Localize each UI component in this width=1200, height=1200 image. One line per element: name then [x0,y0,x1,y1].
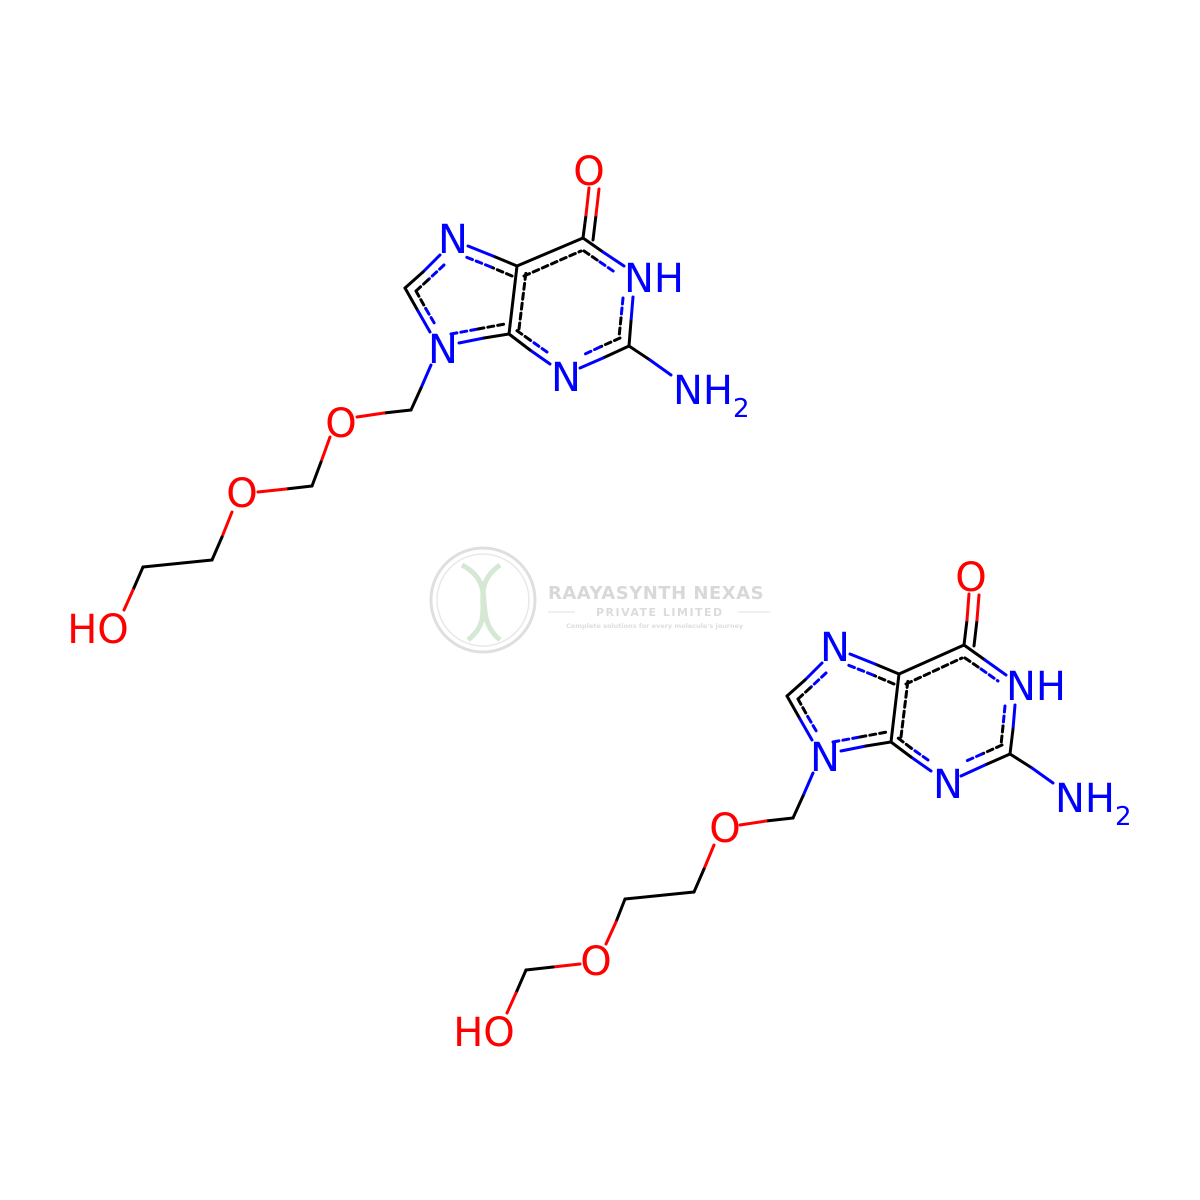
bond-n7-c8 [403,253,446,293]
bond-n9-c4 [449,322,511,345]
watermark-tagline: Complete solutions for every molecule's … [566,622,744,630]
bond-c6-n1 [581,236,626,275]
watermark-ring [429,546,537,654]
bond-c4-c5 [507,264,528,336]
bond-ch2-oh [505,968,528,1015]
atom-label-n7: N [820,625,850,671]
molecule-1-atom-labels: O N NH N N NH2 O O HO [67,149,749,653]
atom-label-o-carbonyl: O [955,555,986,601]
watermark: RAAYASYNTH NEXAS PRIVATE LIMITED Complet… [429,546,770,654]
watermark-title: RAAYASYNTH NEXAS [548,583,764,604]
molecule-2-atom-labels: O N NH N N NH2 O O HO [453,555,1131,1056]
bond-n3-c4 [507,328,552,366]
bond-ch2-o2 [256,484,314,494]
bond-c2-n3 [959,743,1012,778]
atom-label-hydroxyl: HO [67,607,129,653]
bond-ch2-ch2 [141,558,214,569]
atom-label-n7: N [438,217,468,263]
bond-c8-n9 [785,694,820,742]
bond-c6-n1 [962,643,1008,683]
watermark-subtitle: PRIVATE LIMITED [596,606,724,619]
bond-n9-ch2 [791,771,815,820]
atom-label-o-ether-2: O [226,471,257,517]
bond-n7-c8 [785,661,828,701]
bond-ch2-ch2 [623,890,696,901]
atom-label-n9: N [428,327,458,373]
bond-o1-ch2 [310,435,332,488]
atom-label-hydroxyl: HO [453,1010,515,1056]
bond-ch2-o1 [355,408,413,419]
bond-n3-c4 [889,736,933,773]
bond-ch2-o1 [738,816,795,827]
bond-ch2-o2 [604,897,627,946]
atom-label-o-ether-1: O [709,806,740,852]
bond-c2-nh2 [1008,752,1055,785]
bond-n1-c2 [999,703,1017,756]
bond-c5-c6 [515,236,585,278]
atom-label-n3: N [551,355,581,401]
bond-c5-n7 [846,652,901,686]
bond-c8-n9 [403,286,438,334]
atom-label-o-ether-2: O [580,939,611,985]
molecule-2 [505,592,1055,1015]
molecule-1 [122,186,673,612]
watermark-dna-icon [460,562,502,642]
atom-label-nh2: NH2 [1055,776,1132,832]
bond-c6-o [581,186,601,242]
bond-c5-c6 [897,643,966,686]
bond-c2-nh2 [627,344,673,377]
atom-label-n3: N [933,762,963,808]
bond-n1-c2 [617,295,635,348]
atom-label-o-carbonyl: O [573,149,604,195]
bond-n9-c4 [831,730,893,753]
watermark-inner-ring [436,553,530,647]
bond-c4-c5 [889,672,910,744]
atom-label-o-ether-1: O [325,401,356,447]
atom-label-n1h: NH [1006,664,1066,710]
bond-o1-ch2 [692,843,716,894]
bond-o2-ch2 [210,510,234,562]
bond-n9-ch2 [409,363,433,412]
bond-ch2-oh [122,565,145,612]
atom-label-n1h: NH [624,256,684,302]
atom-label-n9: N [810,735,840,781]
bond-o2-ch2 [524,962,582,972]
bond-c6-o [962,592,981,648]
bond-c5-n7 [464,244,519,278]
bond-c2-n3 [578,336,631,370]
atom-label-nh2: NH2 [673,368,750,424]
